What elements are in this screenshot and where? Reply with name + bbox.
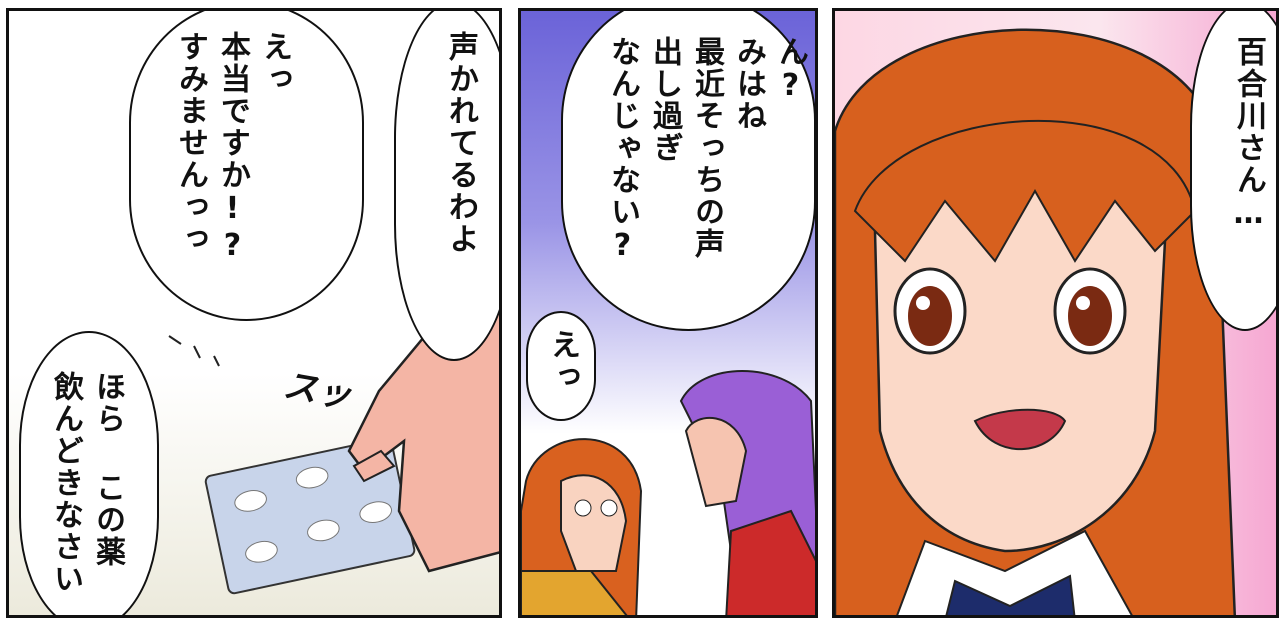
- dialogue-text: ん? みはね 最近そっちの声 出し過ぎ なんじゃない?: [605, 36, 808, 265]
- orange-haired-girl-face: [560, 474, 628, 572]
- dialogue-text: えっ: [545, 329, 580, 393]
- manga-panel-1: 声かれてるわよ えっ 本当ですか!? すみませんっっ ほら この薬 飲んどきなさ…: [6, 8, 502, 618]
- manga-panel-3: 百合川さん…: [832, 8, 1279, 618]
- purple-haired-girl-face: [684, 417, 748, 508]
- ribbon: [945, 574, 1076, 615]
- panel-1-art: [168, 311, 499, 595]
- dialogue-text: ほら この薬 飲んどきなさい: [48, 371, 125, 595]
- speech-bubble: [394, 11, 499, 361]
- speech-bubble: [561, 11, 815, 331]
- orange-haired-girl-uniform: [521, 570, 628, 615]
- girl-mouth: [973, 408, 1067, 451]
- dialogue-text: 百合川さん…: [1231, 36, 1266, 233]
- dialogue-text: 声かれてるわよ: [443, 31, 478, 255]
- panel-3-art: [835, 28, 1237, 615]
- speech-bubble: [19, 331, 159, 615]
- speech-bubble: [526, 311, 596, 421]
- purple-haired-girl-uniform: [725, 509, 815, 615]
- dialogue-text: えっ 本当ですか!? すみませんっっ: [173, 31, 292, 265]
- speech-bubble: [129, 11, 364, 321]
- manga-panel-2: ん? みはね 最近そっちの声 出し過ぎ なんじゃない? えっ: [518, 8, 818, 618]
- girl-eyes: [893, 267, 1127, 355]
- panel-2-art: [521, 370, 815, 615]
